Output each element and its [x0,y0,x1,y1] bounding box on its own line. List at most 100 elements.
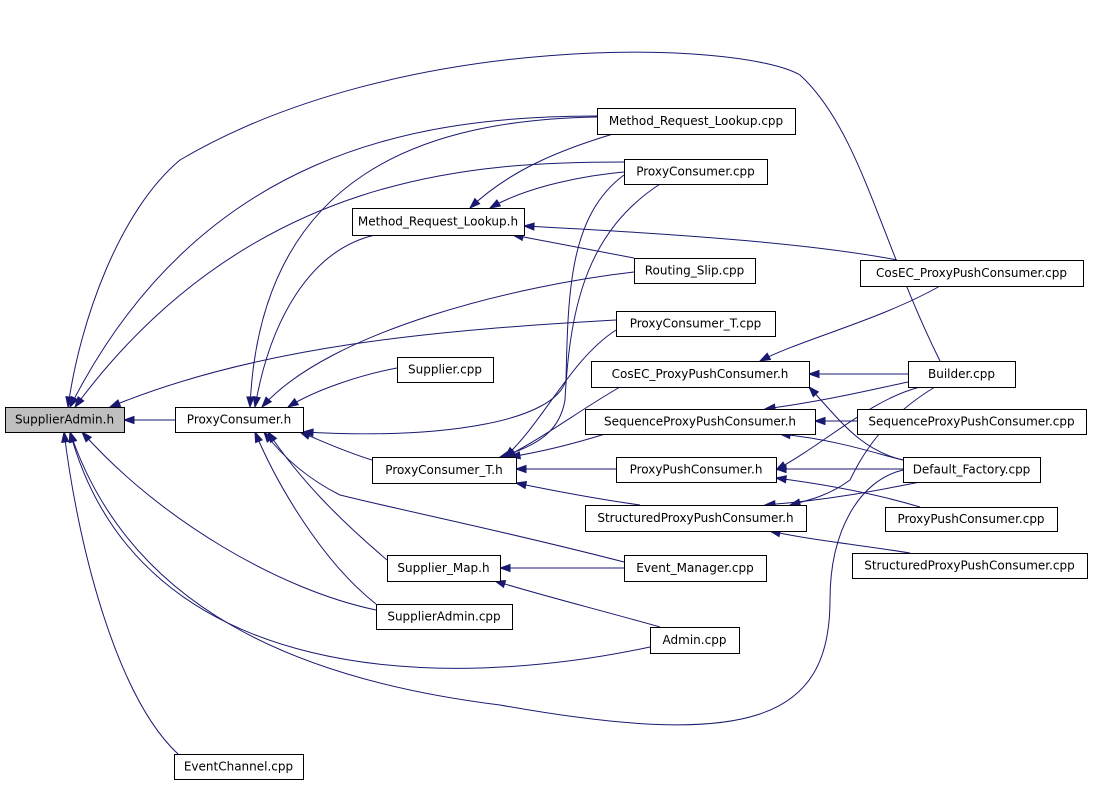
edge-builder-cpp-to-proxypushconsumer-h-arrowhead [774,461,788,471]
edge-builder-cpp-to-supplieradmin-h-arrowhead [65,396,74,409]
node-label: Admin.cpp [663,633,727,647]
edge-sequenceproxypushconsumer-h-to-proxyconsumer-t-h [509,433,606,458]
node-label: ProxyConsumer.cpp [636,165,755,179]
edge-default-factory-cpp-to-cosec-proxypushconsumer-h-arrowhead [807,385,820,398]
node-label: ProxyPushConsumer.cpp [897,512,1044,526]
edge-eventchannel-cpp-to-supplieradmin-h-arrowhead [61,430,70,443]
node-box [885,507,1058,532]
node-proxypushconsumer-cpp[interactable]: ProxyPushConsumer.cpp [885,507,1058,532]
node-admin-cpp[interactable]: Admin.cpp [650,627,740,654]
node-cosec-proxypushconsumer-h[interactable]: CosEC_ProxyPushConsumer.h [591,361,810,388]
edge-method-request-lookup-h-to-proxyconsumer-h-arrowhead [252,395,261,409]
node-box [616,311,776,337]
edge-cosec-proxypushconsumer-cpp-to-cosec-proxypushconsumer-h-arrowhead [758,352,772,362]
node-box [585,505,807,532]
edge-method-request-lookup-cpp-to-proxyconsumer-h-arrowhead [246,396,255,409]
node-box [908,361,1016,388]
node-supplier-map-h[interactable]: Supplier_Map.h [387,555,501,582]
node-box [174,754,304,780]
edge-builder-cpp-to-structuredproxypushconsumer-h [789,386,936,506]
edge-proxyconsumer-t-h-to-proxyconsumer-h-arrowhead [298,431,312,440]
edge-cosec-proxypushconsumer-h-to-proxyconsumer-t-h [504,386,621,458]
edge-default-factory-cpp-to-supplieradmin-h [69,431,904,726]
edge-structuredproxypushconsumer-cpp-to-structuredproxypushconsumer-h [769,530,911,554]
edge-proxyconsumer-cpp-to-supplieradmin-h [74,161,625,408]
node-box [372,457,517,484]
node-supplieradmin-cpp[interactable]: SupplierAdmin.cpp [376,604,513,630]
edge-default-factory-cpp-to-cosec-proxypushconsumer-h [808,386,904,461]
edge-supplieradmin-cpp-to-proxyconsumer-h-arrowhead [254,430,263,444]
node-structuredproxypushconsumer-cpp[interactable]: StructuredProxyPushConsumer.cpp [852,553,1088,579]
edge-method-request-lookup-cpp-to-method-request-lookup-h [469,133,614,209]
node-box [903,457,1041,483]
node-label: StructuredProxyPushConsumer.cpp [864,559,1075,573]
node-label: SequenceProxyPushConsumer.h [604,415,796,429]
edge-routing-slip-cpp-to-proxyconsumer-h-arrowhead [260,396,273,409]
node-box [624,159,768,185]
node-label: Event_Manager.cpp [636,561,754,575]
edge-sequenceproxypushconsumer-cpp-to-sequenceproxypushconsumer-h-arrowhead [813,416,826,426]
node-proxyconsumer-t-h[interactable]: ProxyConsumer_T.h [372,457,517,484]
edge-supplier-cpp-to-proxyconsumer-h [287,367,398,408]
node-box [857,409,1087,435]
edge-supplier-cpp-to-proxyconsumer-h-arrowhead [286,397,300,408]
edge-structuredproxypushconsumer-h-to-proxyconsumer-t-h [515,482,641,506]
edge-event-manager-cpp-to-supplier-map-h-arrowhead [498,563,511,573]
node-label: Default_Factory.cpp [913,463,1031,477]
edge-proxypushconsumer-cpp-to-proxypushconsumer-h-arrowhead [774,475,787,484]
edge-method-request-lookup-h-to-proxyconsumer-h [254,234,376,408]
node-label: Method_Request_Lookup.h [358,215,518,229]
node-routing-slip-cpp[interactable]: Routing_Slip.cpp [634,258,756,284]
node-default-factory-cpp[interactable]: Default_Factory.cpp [903,457,1041,483]
node-label: Builder.cpp [928,367,995,381]
edge-proxyconsumer-cpp-to-method-request-lookup-h-arrowhead [488,199,502,209]
edge-eventchannel-cpp-to-supplieradmin-h [63,431,179,755]
node-box [585,409,816,435]
node-label: ProxyPushConsumer.h [630,463,763,477]
node-proxyconsumer-h[interactable]: ProxyConsumer.h [175,407,304,433]
edge-proxypushconsumer-h-to-proxyconsumer-t-h-arrowhead [514,464,527,474]
node-sequenceproxypushconsumer-h[interactable]: SequenceProxyPushConsumer.h [585,409,816,435]
node-box [852,553,1088,579]
edge-method-request-lookup-cpp-to-method-request-lookup-h-arrowhead [468,197,481,210]
node-event-manager-cpp[interactable]: Event_Manager.cpp [624,555,767,582]
edge-proxyconsumer-cpp-to-supplieradmin-h-arrowhead [74,396,85,409]
node-proxypushconsumer-h[interactable]: ProxyPushConsumer.h [616,457,777,483]
node-label: CosEC_ProxyPushConsumer.cpp [876,266,1067,280]
edge-supplier-map-h-to-proxyconsumer-h [267,431,388,561]
node-label: EventChannel.cpp [184,760,293,774]
node-box [860,260,1084,287]
edge-routing-slip-cpp-to-method-request-lookup-h [512,234,635,259]
node-method-request-lookup-cpp[interactable]: Method_Request_Lookup.cpp [597,108,796,135]
node-label: ProxyConsumer.h [187,413,291,427]
edge-event-manager-cpp-to-proxyconsumer-h-arrowhead [263,430,274,443]
node-proxyconsumer-cpp[interactable]: ProxyConsumer.cpp [624,159,768,185]
edge-supplieradmin-cpp-to-supplieradmin-h [81,431,377,611]
edge-cosec-proxypushconsumer-cpp-to-cosec-proxypushconsumer-h [759,285,941,362]
node-method-request-lookup-h[interactable]: Method_Request_Lookup.h [352,208,525,236]
edge-proxyconsumer-t-cpp-to-supplieradmin-h [109,319,617,408]
node-sequenceproxypushconsumer-cpp[interactable]: SequenceProxyPushConsumer.cpp [857,409,1087,435]
node-box [387,555,501,582]
node-box [352,208,525,236]
node-structuredproxypushconsumer-h[interactable]: StructuredProxyPushConsumer.h [585,505,807,532]
node-eventchannel-cpp[interactable]: EventChannel.cpp [174,754,304,780]
node-proxyconsumer-t-cpp[interactable]: ProxyConsumer_T.cpp [616,311,776,337]
edge-default-factory-cpp-to-sequenceproxypushconsumer-h [779,433,904,461]
node-label: CosEC_ProxyPushConsumer.h [612,367,789,381]
node-box [397,357,494,383]
node-cosec-proxypushconsumer-cpp[interactable]: CosEC_ProxyPushConsumer.cpp [860,260,1084,287]
node-supplieradmin-h: SupplierAdmin.h [5,407,125,433]
edge-admin-cpp-to-supplieradmin-h [69,431,651,669]
edge-proxyconsumer-t-h-to-proxyconsumer-h [299,431,373,461]
edge-cosec-proxypushconsumer-cpp-to-method-request-lookup-h [523,225,898,261]
edge-cosec-proxypushconsumer-cpp-to-method-request-lookup-h-arrowhead [522,222,535,231]
node-label: StructuredProxyPushConsumer.h [597,511,793,525]
node-label: Supplier_Map.h [397,561,489,575]
node-label: Method_Request_Lookup.cpp [609,114,783,128]
node-supplier-cpp[interactable]: Supplier.cpp [397,357,494,383]
node-box [376,604,513,630]
node-label: ProxyConsumer_T.cpp [630,317,762,331]
node-builder-cpp[interactable]: Builder.cpp [908,361,1016,388]
